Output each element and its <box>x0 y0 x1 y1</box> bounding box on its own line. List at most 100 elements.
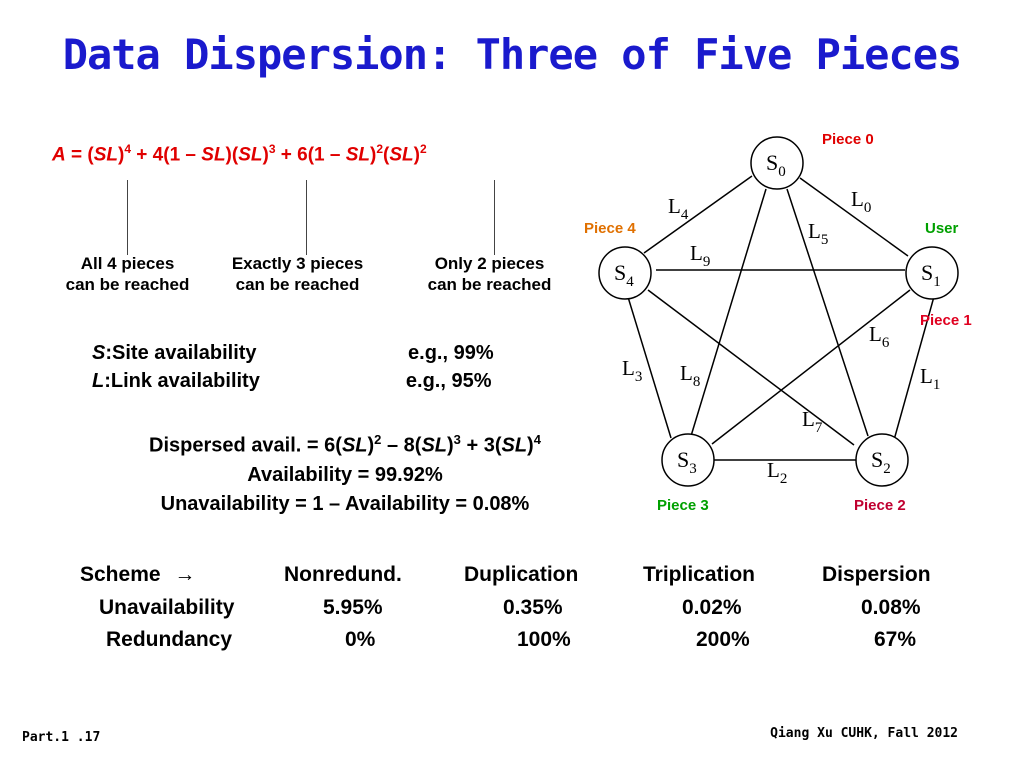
formula-sl: SL <box>345 144 371 166</box>
link-l4 <box>643 175 753 254</box>
calc-text: – 8( <box>381 434 422 457</box>
link-label-l5: L5 <box>808 219 828 248</box>
link-label-l3: L3 <box>622 356 642 385</box>
caption-exactly-3: Exactly 3 pieces can be reached <box>210 253 385 295</box>
formula-sl: SL <box>93 144 118 166</box>
link-label-l1: L1 <box>920 364 940 393</box>
calc-text: + 3( <box>460 434 502 457</box>
formula-text: + 4(1 – <box>131 144 202 166</box>
formula-sl: SL <box>389 144 414 166</box>
formula-exp: 4 <box>124 142 132 156</box>
header-cell: Triplication <box>643 563 756 586</box>
arrow-icon: → <box>174 563 196 586</box>
calc-exp: 2 <box>374 432 382 447</box>
node-label-s0: S0 <box>766 150 786 180</box>
def-sep: : <box>104 370 111 392</box>
piece-label-2: Piece 2 <box>854 497 906 514</box>
formula-sl: SL <box>238 144 263 166</box>
formula-var-a: A <box>52 144 66 166</box>
link-label-l9: L9 <box>690 241 710 270</box>
connector-line <box>494 180 495 255</box>
link-l0 <box>799 177 909 257</box>
link-label-l4: L4 <box>668 194 689 223</box>
caption-line: Exactly 3 pieces <box>231 254 364 273</box>
dispersed-calculation: Dispersed avail. = 6(SL)2 – 8(SL)3 + 3(S… <box>70 425 620 519</box>
unavailability-line: Unavailability = 1 – Availability = 0.08… <box>160 492 530 515</box>
formula-exp: 3 <box>268 142 276 156</box>
slide-footer-credit: Qiang Xu CUHK, Fall 2012 <box>770 726 958 741</box>
link-l3 <box>627 296 672 439</box>
link-label-l8: L8 <box>680 361 700 390</box>
calc-sl: SL <box>501 434 528 457</box>
formula-text: ) <box>413 144 420 166</box>
caption-only-2: Only 2 pieces can be reached <box>402 253 577 295</box>
connector-line <box>127 180 128 255</box>
connector-line <box>306 180 307 255</box>
calc-text: Dispersed avail. = 6( <box>149 434 342 457</box>
diagram-nodes <box>598 136 959 487</box>
row-label: Unavailability <box>99 596 235 619</box>
def-sep: : <box>105 342 113 364</box>
table-cell: 5.95% <box>323 596 383 619</box>
formula-exp: 2 <box>419 142 427 156</box>
def-symbol: L <box>92 370 105 392</box>
def-example: e.g., 99% <box>408 342 494 364</box>
definition-link: L: Link availability e.g., 95% <box>92 367 494 395</box>
link-l6 <box>711 289 911 445</box>
slide-title: Data Dispersion: Three of Five Pieces <box>62 30 963 79</box>
header-cell: Nonredund. <box>284 563 402 586</box>
formula-text: + 6(1 – <box>275 144 346 166</box>
def-example: e.g., 95% <box>405 370 492 392</box>
caption-line: can be reached <box>427 275 552 294</box>
table-cell: 0.02% <box>682 596 742 619</box>
table-cell: 0% <box>345 628 376 651</box>
node-s4 <box>598 246 652 300</box>
node-labels: S0 S1 S2 S3 S4 <box>614 150 941 477</box>
availability-line: Availability = 99.92% <box>247 463 443 486</box>
table-cell: 200% <box>696 628 750 651</box>
dispersed-availability-line: Dispersed avail. = 6(SL)2 – 8(SL)3 + 3(S… <box>149 432 541 457</box>
node-s0 <box>750 136 804 190</box>
table-cell: 67% <box>874 628 917 651</box>
node-label-s2: S2 <box>871 447 891 477</box>
caption-line: Only 2 pieces <box>434 254 545 273</box>
header-cell: Duplication <box>464 563 579 586</box>
link-label-l2: L2 <box>767 458 787 487</box>
link-l7 <box>647 289 855 446</box>
table-cell: 0.35% <box>503 596 563 619</box>
formula-text: ) <box>262 144 269 166</box>
piece-label-3: Piece 3 <box>657 497 709 514</box>
header-cell: Dispersion <box>822 563 931 586</box>
link-l5 <box>786 188 869 437</box>
link-label-l6: L6 <box>869 322 890 351</box>
header-cell: Scheme <box>80 563 161 586</box>
calc-sl: SL <box>421 434 447 457</box>
definitions: S: Site availability e.g., 99% L: Link av… <box>92 339 494 395</box>
link-l8 <box>690 188 767 437</box>
node-s2 <box>855 433 909 487</box>
table-cell: 100% <box>517 628 571 651</box>
availability-formula: A = (SL)4 + 4(1 – SL)(SL)3 + 6(1 – SL)2(… <box>52 142 427 166</box>
link-label-l7: L7 <box>802 407 823 436</box>
node-s1 <box>905 246 959 300</box>
link-l1 <box>893 292 936 441</box>
caption-line: can be reached <box>235 275 360 294</box>
calc-exp: 3 <box>453 432 461 447</box>
row-label: Redundancy <box>106 628 233 651</box>
caption-all-4: All 4 pieces can be reached <box>40 253 215 295</box>
calc-exp: 4 <box>533 432 541 447</box>
node-label-s4: S4 <box>614 260 634 290</box>
formula-text: = ( <box>65 144 94 166</box>
piece-labels: Piece 0 User Piece 1 Piece 2 Piece 3 Pie… <box>584 131 972 514</box>
formula-text: ) <box>370 144 377 166</box>
calc-sl: SL <box>341 434 368 457</box>
piece-label-0: Piece 0 <box>822 131 874 148</box>
node-s3 <box>661 433 715 487</box>
piece-label-4: Piece 4 <box>584 220 636 237</box>
def-label: Link availability <box>110 370 260 392</box>
def-symbol: S <box>92 342 106 364</box>
formula-text: ) <box>225 144 232 166</box>
def-label: Site availability <box>112 342 257 364</box>
formula-text: ) <box>118 144 125 166</box>
link-label-l0: L0 <box>851 187 871 216</box>
